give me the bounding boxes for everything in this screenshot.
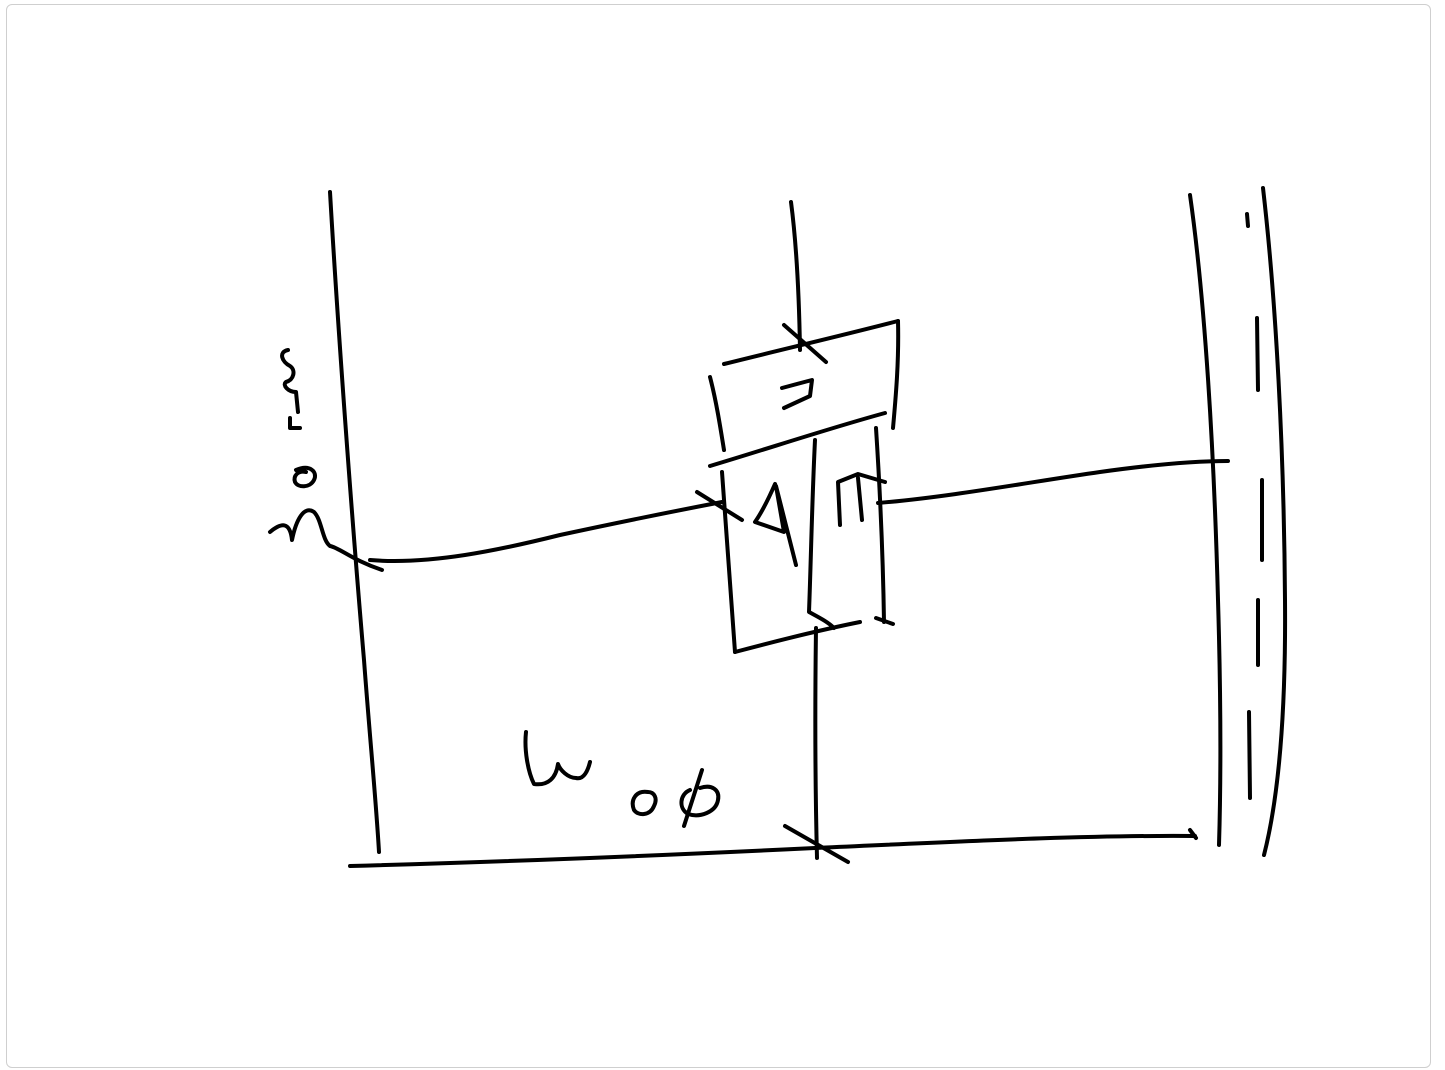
- right-connection-line: [876, 459, 1230, 505]
- top-box-bottom-edge: [708, 411, 887, 468]
- right-wall-line-inner: [1188, 193, 1223, 847]
- left-wall-line: [328, 190, 381, 854]
- right-triangle-symbol: [836, 472, 887, 527]
- lower-box-left-edge: [720, 470, 737, 654]
- scribble-bottom-left-phi: [679, 768, 721, 828]
- right-wall-line-outer: [1261, 186, 1288, 857]
- lower-box-right-edge: [874, 426, 886, 624]
- scribble-bottom-left-ring: [630, 789, 658, 817]
- left-box-cross-mark: [695, 490, 744, 522]
- left-connection-line: [368, 500, 724, 563]
- middle-line-top: [789, 200, 802, 352]
- top-box-right-edge: [891, 319, 901, 430]
- vertical-scribble-left-ring: [292, 465, 317, 489]
- bottom-line: [348, 833, 1197, 868]
- top-box-left-edge: [708, 375, 726, 452]
- top-triangle-symbol: [780, 378, 814, 410]
- right-dashed-line: [1245, 212, 1250, 228]
- vertical-scribble-left: [280, 348, 302, 430]
- bottom-cross-mark: [783, 824, 850, 864]
- bottom-line-tick: [1188, 828, 1198, 840]
- lower-box-bottom-tick: [874, 616, 895, 626]
- top-box-top-edge: [722, 319, 900, 366]
- lower-box-bottom-edge: [733, 620, 862, 654]
- left-wire-end-squiggle: [268, 508, 384, 572]
- lower-box-divider: [807, 438, 836, 630]
- right-dashed-line: [1247, 710, 1252, 800]
- middle-line-bottom: [813, 626, 819, 860]
- canvas-frame: [6, 4, 1431, 1068]
- left-triangle-symbol: [753, 482, 798, 567]
- right-dashed-line: [1255, 316, 1260, 392]
- scribble-bottom-left: [523, 730, 592, 787]
